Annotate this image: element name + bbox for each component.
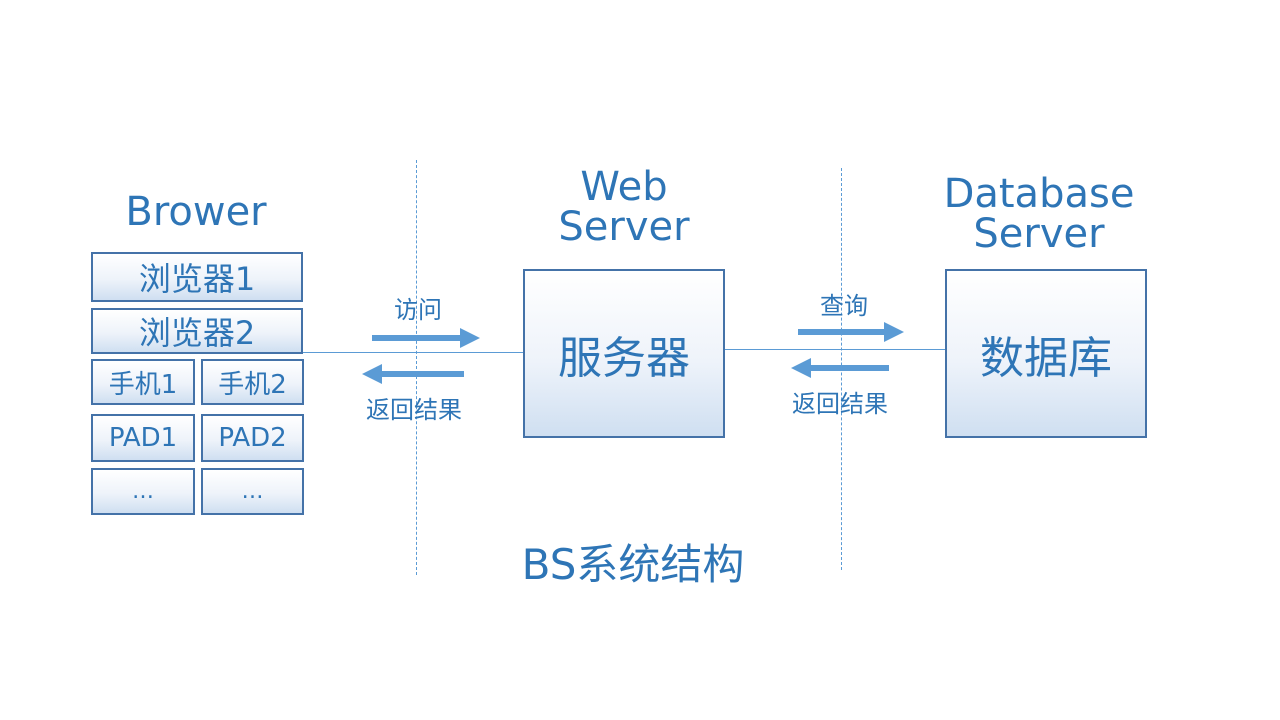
database-server-box-label: 数据库 bbox=[980, 332, 1112, 384]
connector-browser-web bbox=[300, 352, 524, 353]
browser-item-1: 浏览器1 bbox=[91, 252, 303, 302]
phone-item-label: 手机2 bbox=[218, 369, 287, 400]
web-server-box-label: 服务器 bbox=[558, 332, 690, 384]
query-label: 查询 bbox=[820, 292, 868, 320]
pad-item-label: PAD2 bbox=[218, 423, 287, 453]
return-result-label-left: 返回结果 bbox=[366, 396, 462, 424]
database-server-title-line2: Server bbox=[973, 211, 1105, 257]
browser-title: Brower bbox=[125, 189, 267, 235]
access-arrow bbox=[372, 328, 480, 348]
more-item-2: … bbox=[201, 468, 304, 515]
web-server-title-line2: Server bbox=[558, 204, 690, 250]
access-label: 访问 bbox=[394, 296, 442, 324]
more-item-label: … bbox=[132, 479, 154, 504]
connector-web-db bbox=[724, 349, 946, 350]
web-server-box: 服务器 bbox=[523, 269, 725, 438]
diagram-caption: BS系统结构 bbox=[521, 540, 745, 589]
pad-item-label: PAD1 bbox=[108, 423, 178, 453]
separator-left bbox=[416, 160, 417, 575]
return-arrow-left bbox=[362, 364, 464, 384]
web-server-title-line1: Web bbox=[580, 164, 668, 210]
return-result-label-right: 返回结果 bbox=[792, 390, 888, 418]
browser-item-label: 浏览器2 bbox=[138, 314, 256, 352]
query-arrow bbox=[798, 322, 904, 342]
phone-item-1: 手机1 bbox=[91, 359, 195, 405]
phone-item-2: 手机2 bbox=[201, 359, 304, 405]
database-server-box: 数据库 bbox=[945, 269, 1147, 438]
browser-item-2: 浏览器2 bbox=[91, 308, 303, 354]
pad-item-2: PAD2 bbox=[201, 414, 304, 462]
phone-item-label: 手机1 bbox=[108, 369, 178, 400]
more-item-label: … bbox=[241, 479, 264, 504]
browser-item-label: 浏览器1 bbox=[138, 260, 256, 298]
database-server-title-line1: Database bbox=[943, 171, 1135, 217]
pad-item-1: PAD1 bbox=[91, 414, 195, 462]
more-item-1: … bbox=[91, 468, 195, 515]
return-arrow-right bbox=[791, 358, 889, 378]
